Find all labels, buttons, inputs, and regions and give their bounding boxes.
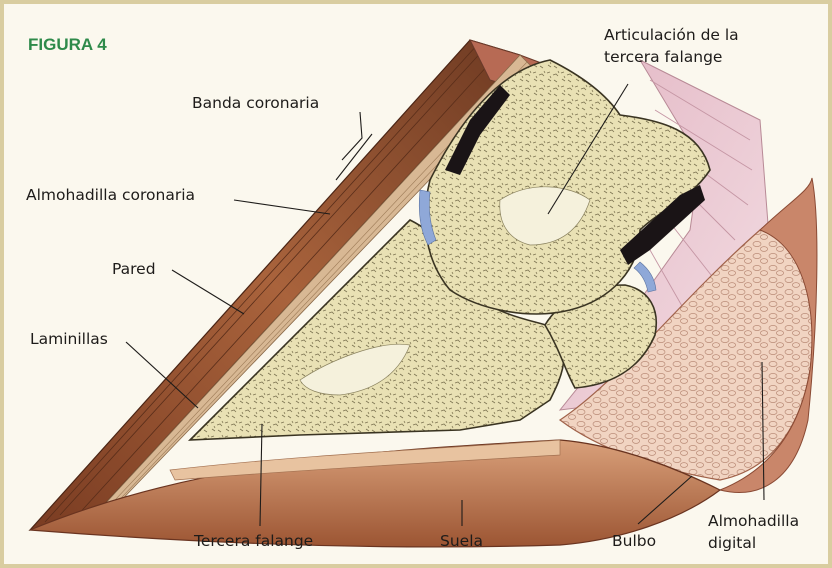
label-articulacion-1: Articulación de la [604, 26, 739, 44]
label-almohadilla-digital-2: digital [708, 534, 756, 552]
label-pared: Pared [112, 260, 156, 278]
label-bulbo: Bulbo [612, 532, 656, 550]
label-laminillas: Laminillas [30, 330, 108, 348]
leader-almohadilla-coronaria [234, 200, 330, 214]
label-almohadilla-digital-1: Almohadilla [708, 512, 799, 530]
label-tercera-falange: Tercera falange [193, 532, 313, 550]
leader-pared [172, 270, 244, 314]
figure-title: FIGURA 4 [28, 35, 107, 54]
label-banda-coronaria: Banda coronaria [192, 94, 319, 112]
label-articulacion-2: tercera falange [604, 48, 722, 66]
label-suela: Suela [440, 532, 483, 550]
label-almohadilla-coronaria: Almohadilla coronaria [26, 186, 195, 204]
articular-cartilage-right [634, 262, 656, 292]
